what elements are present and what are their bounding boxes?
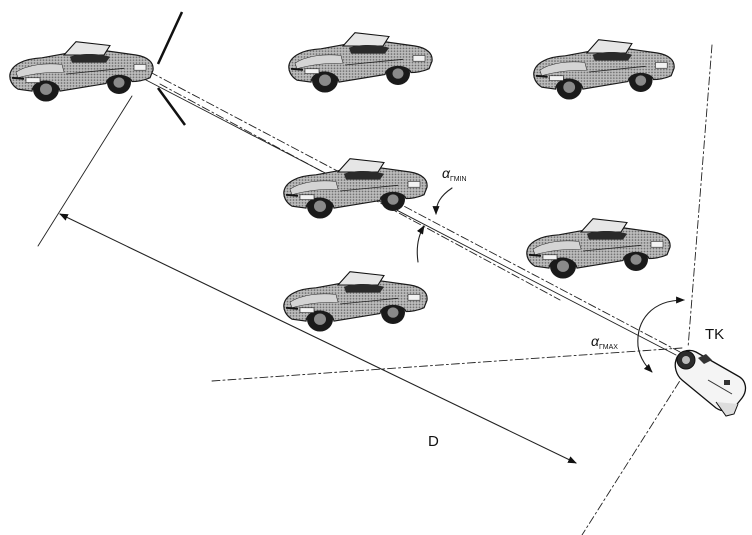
distance-label: D	[428, 433, 439, 450]
fov-bottom-edge	[211, 347, 683, 382]
sight-line-lower	[145, 79, 677, 356]
fov-right-edge	[687, 44, 713, 349]
alpha-min-arc-lower	[416, 225, 425, 263]
tk-extension-line	[581, 367, 689, 535]
car-icon	[525, 217, 672, 280]
car-icon	[8, 40, 155, 103]
car-icon	[532, 38, 676, 101]
device-label: TK	[705, 326, 724, 343]
car-icon	[287, 31, 434, 94]
thermal-camera-icon	[674, 349, 747, 417]
car-icon	[282, 157, 429, 220]
occluder-bar-bottom	[156, 87, 187, 126]
alpha-max-label: αГMAX	[591, 333, 618, 351]
alpha-min-label: αГMIN	[442, 165, 467, 183]
distance-arrow	[59, 213, 577, 464]
target-extension-line	[37, 95, 133, 247]
alpha-max-arc	[637, 296, 685, 373]
alpha-min-arc	[432, 187, 453, 215]
occluder-bar-top	[156, 11, 184, 65]
sight-line-upper	[149, 71, 681, 353]
car-icon	[282, 270, 429, 333]
